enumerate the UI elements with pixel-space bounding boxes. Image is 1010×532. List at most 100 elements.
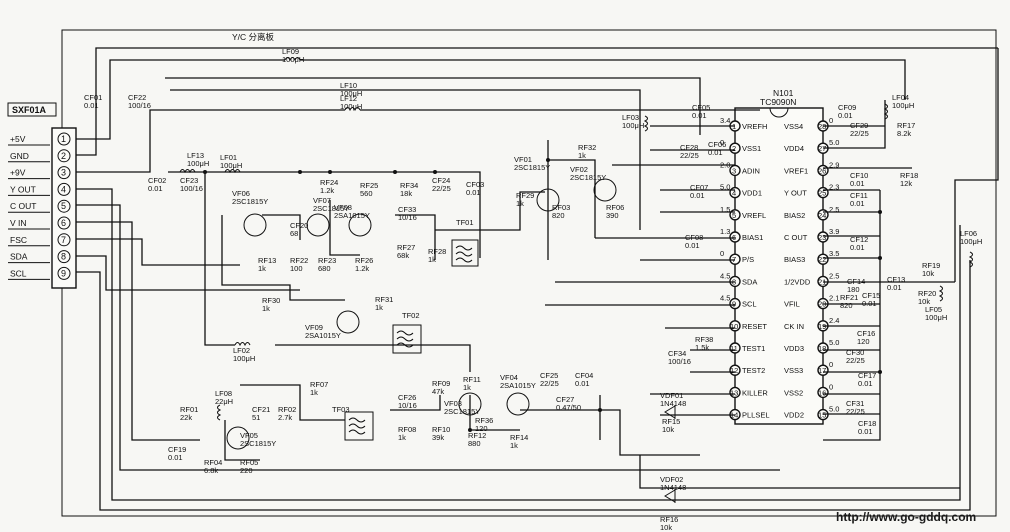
ic-pin-label: VDD1 (742, 189, 762, 198)
component-ref: RF17 (897, 121, 915, 130)
component-ref: CF10 (850, 171, 868, 180)
component-value: 12k (900, 179, 912, 188)
component-value: 0.01 (692, 111, 707, 120)
ic-pin-12 (729, 364, 741, 376)
component-ref: RF07 (310, 380, 328, 389)
ic-pin-label: VREFL (742, 211, 766, 220)
transistor-ref: VF06 (232, 189, 250, 198)
component-ref: CF14 (847, 277, 865, 286)
component-ref: LF06 (960, 229, 977, 238)
connector-pin-7 (57, 233, 71, 247)
component-ref: RF13 (258, 256, 276, 265)
transistor-ref: VF07 (313, 196, 331, 205)
connector-body (51, 127, 77, 289)
top-label: Y/C 分离板 (232, 32, 275, 42)
ic-part: TC9090N (760, 97, 796, 107)
ic-pin-voltage: 5.0 (720, 183, 730, 192)
inductor-lf09 (284, 57, 301, 62)
wiring (76, 47, 999, 511)
component-ref: RF28 (428, 247, 446, 256)
component-value: 680 (318, 264, 331, 273)
transistor-part: 2SC1815Y (240, 439, 276, 448)
component-ref: RF01 (180, 405, 198, 414)
component-ref: CF19 (168, 445, 186, 454)
inductor-lf13 (179, 169, 196, 174)
component-value: 0.01 (858, 427, 873, 436)
ic-pin-label: BIAS3 (784, 255, 805, 264)
component-value: 47k (432, 387, 444, 396)
component-ref: RF25 (360, 181, 378, 190)
component-value: 8.2k (897, 129, 911, 138)
inductor-lf08 (217, 404, 222, 421)
component-value: 22k (180, 413, 192, 422)
inductor-lf05 (938, 285, 943, 302)
inductor-lf02 (234, 342, 251, 347)
component-ref: LF03 (622, 113, 639, 122)
component-ref: RF16 (660, 515, 678, 524)
ic-pin-number: 24 (818, 211, 826, 220)
component-ref: RF24 (320, 178, 338, 187)
connector-pin-label: C OUT (10, 201, 36, 211)
ic-pin-label: 1/2VDD (784, 277, 811, 286)
ic-pin-label: BIAS2 (784, 211, 805, 220)
diode-ref: VDF02 (660, 475, 683, 484)
component-ref: RF08 (398, 425, 416, 434)
component-value: 0.01 (858, 379, 873, 388)
component-value: 1k (428, 255, 436, 264)
connector-pin-label: GND (10, 151, 29, 161)
inductor-lf03 (643, 115, 648, 132)
ic-pin-label: CK IN (784, 322, 804, 331)
transistor-vf09 (336, 310, 360, 334)
component-ref: RF27 (397, 243, 415, 252)
component-value: 0.01 (850, 199, 865, 208)
transistor-part: 2SC1815Y (570, 173, 606, 182)
component-ref: CF07 (690, 183, 708, 192)
connector-pin-4 (57, 182, 71, 196)
ic-pin-label: PLLSEL (742, 411, 770, 420)
component-ref: CF28 (680, 143, 698, 152)
ic-pin-label: VDD2 (784, 411, 804, 420)
component-value: 560 (360, 189, 373, 198)
component-value: 1.2k (320, 186, 334, 195)
connector-pin-number: 1 (61, 134, 66, 144)
connector-pin-number: 5 (61, 201, 66, 211)
component-ref: CF33 (398, 205, 416, 214)
component-ref: RF20 (918, 289, 936, 298)
component-value: 10k (660, 523, 672, 532)
ic-pin-voltage: 2.5 (829, 271, 839, 280)
component-value: 0.01 (575, 379, 590, 388)
ic-pin-number: 12 (730, 366, 738, 375)
connector-pin-2 (57, 149, 71, 163)
component-ref: CF06 (708, 140, 726, 149)
ic-pin-number: 22 (818, 255, 826, 264)
component-ref: RF06 (606, 203, 624, 212)
component-value: 0.01 (84, 101, 99, 110)
component-value: 100μH (220, 161, 242, 170)
ic-pin-voltage: 3.9 (829, 227, 839, 236)
component-value: 2.7k (278, 413, 292, 422)
